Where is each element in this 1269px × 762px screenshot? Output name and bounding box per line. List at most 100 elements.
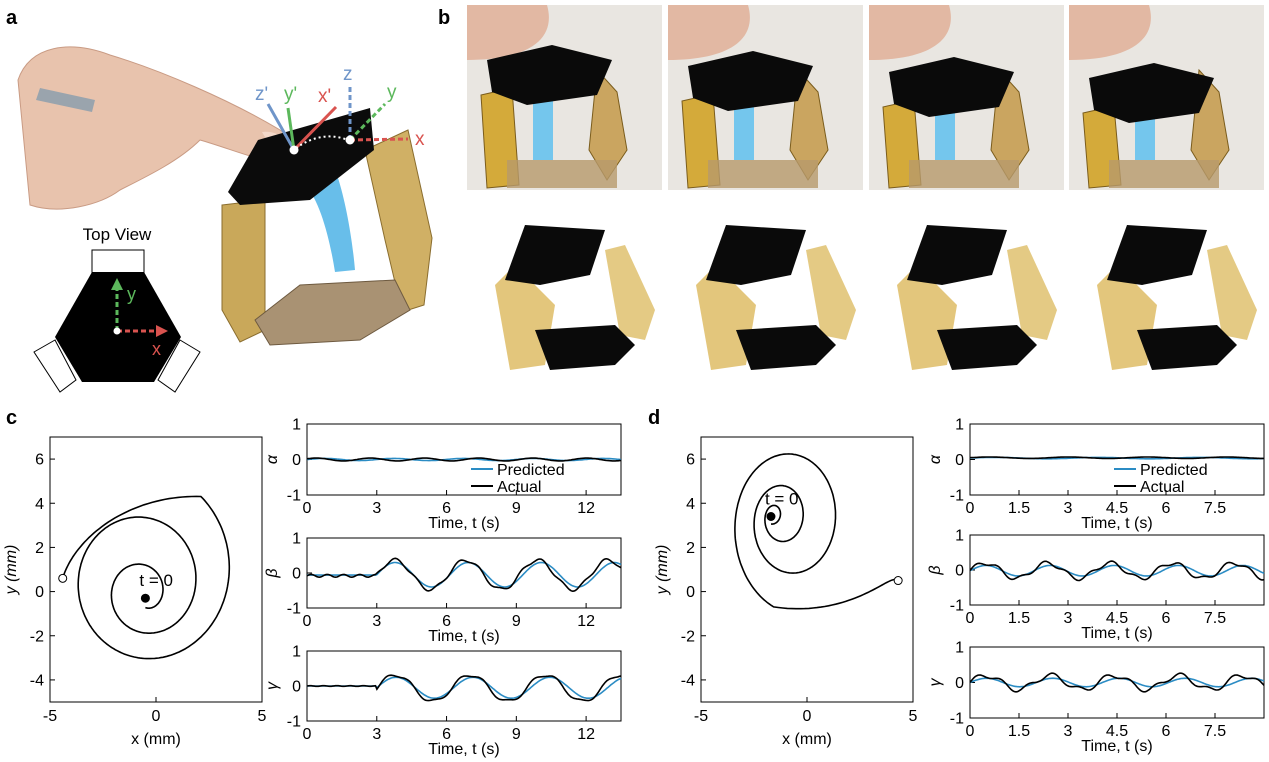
photo-frame (869, 5, 1064, 190)
panel-label-c: c (6, 407, 17, 429)
x-tick-label: 0 (803, 708, 812, 725)
legend-entry: Actual (497, 479, 541, 496)
y-tick-label: 0 (955, 675, 964, 692)
y-axis-label: α (264, 454, 281, 464)
label-z: z (343, 64, 353, 85)
y-tick-label: 1 (292, 417, 301, 434)
x-tick-label: 4.5 (1106, 610, 1128, 627)
x-tick-label: 6 (1162, 610, 1171, 627)
y-tick-label: 0 (955, 563, 964, 580)
x-tick-label: 4.5 (1106, 723, 1128, 740)
x-tick-label: 7.5 (1204, 610, 1226, 627)
y-tick-label: 0 (35, 584, 44, 601)
legend-entry: Actual (1140, 479, 1184, 496)
y-tick-label: 0 (292, 566, 301, 583)
x-tick-label: 0 (966, 500, 975, 517)
end-point (58, 573, 68, 583)
y-tick-label: 1 (955, 528, 964, 545)
trajectory-line (61, 495, 231, 660)
label-x-prime: x' (318, 86, 331, 107)
y-axis-label: y (mm) (3, 545, 20, 596)
x-tick-label: -5 (694, 708, 708, 725)
photo-frame (668, 5, 863, 190)
y-tick-label: 2 (35, 540, 44, 557)
x-axis-label: Time, t (s) (428, 741, 499, 758)
x-tick-label: 7.5 (1204, 500, 1226, 517)
x-axis-label: Time, t (s) (428, 515, 499, 532)
x-tick-label: 3 (1064, 610, 1073, 627)
actual-line (306, 674, 622, 702)
y-tick-label: -2 (681, 628, 695, 645)
predicted-line (307, 561, 622, 588)
render-frame (897, 225, 1057, 370)
x-tick-label: 6 (442, 613, 451, 630)
y-tick-label: -4 (681, 673, 695, 690)
top-view-title: Top View (83, 225, 152, 244)
x-tick-label: 9 (512, 500, 521, 517)
x-tick-label: 3 (1064, 500, 1073, 517)
predicted-line (969, 677, 1265, 688)
frame-world (295, 86, 409, 149)
render-frame (696, 225, 856, 370)
x-tick-label: 0 (152, 708, 161, 725)
x-tick-label: 0 (966, 723, 975, 740)
panel-b-sequence (467, 5, 1264, 370)
end-point (893, 576, 903, 586)
ring-illustration (36, 88, 95, 112)
y-tick-label: 4 (35, 496, 44, 513)
x-tick-label: 0 (303, 726, 312, 743)
y-tick-label: -1 (950, 711, 964, 728)
x-axis-label: Time, t (s) (1081, 738, 1152, 755)
start-point (766, 512, 776, 521)
y-tick-label: 2 (686, 540, 695, 557)
x-tick-label: 0 (303, 500, 312, 517)
panel-label-d: d (648, 407, 660, 429)
x-tick-label: 3 (372, 613, 381, 630)
y-tick-label: -1 (287, 601, 301, 618)
y-axis-label: β (264, 568, 281, 578)
x-tick-label: 6 (1162, 500, 1171, 517)
top-view-x-label: x (152, 339, 161, 359)
actual-line (969, 672, 1265, 693)
gold-side-right (364, 129, 433, 313)
y-tick-label: -1 (950, 598, 964, 615)
x-tick-label: 1.5 (1008, 610, 1030, 627)
top-view-y-label: y (127, 284, 136, 304)
y-tick-label: 4 (686, 496, 695, 513)
base-plate (254, 279, 411, 346)
x-tick-label: 12 (577, 500, 595, 517)
panel-label-a: a (6, 7, 18, 29)
x-tick-label: 5 (909, 708, 918, 725)
x-axis-label: Time, t (s) (1081, 625, 1152, 642)
y-tick-label: 0 (955, 452, 964, 469)
y-tick-label: 1 (292, 531, 301, 548)
panel-a-photo: z' y' x' z y x (17, 46, 433, 346)
y-tick-label: 1 (955, 640, 964, 657)
x-axis-label: Time, t (s) (428, 628, 499, 645)
actual-line (306, 457, 622, 462)
top-view-inset: Top View y x (33, 225, 201, 393)
x-tick-label: 12 (577, 726, 595, 743)
y-tick-label: 6 (686, 452, 695, 469)
y-tick-label: 0 (292, 679, 301, 696)
x-tick-label: 6 (1162, 723, 1171, 740)
x-tick-label: 3 (372, 500, 381, 517)
x-axis-label: Time, t (s) (1081, 515, 1152, 532)
render-frame (495, 225, 655, 370)
y-tick-label: -1 (287, 714, 301, 731)
label-y: y (387, 82, 397, 103)
y-tick-label: 0 (686, 584, 695, 601)
x-axis-label: x (mm) (782, 731, 832, 748)
actual-line (969, 560, 1265, 582)
actual-line (969, 456, 1264, 460)
x-tick-label: 7.5 (1204, 723, 1226, 740)
x-tick-label: 9 (512, 613, 521, 630)
y-tick-label: -2 (30, 628, 44, 645)
y-axis-label: α (927, 454, 944, 464)
